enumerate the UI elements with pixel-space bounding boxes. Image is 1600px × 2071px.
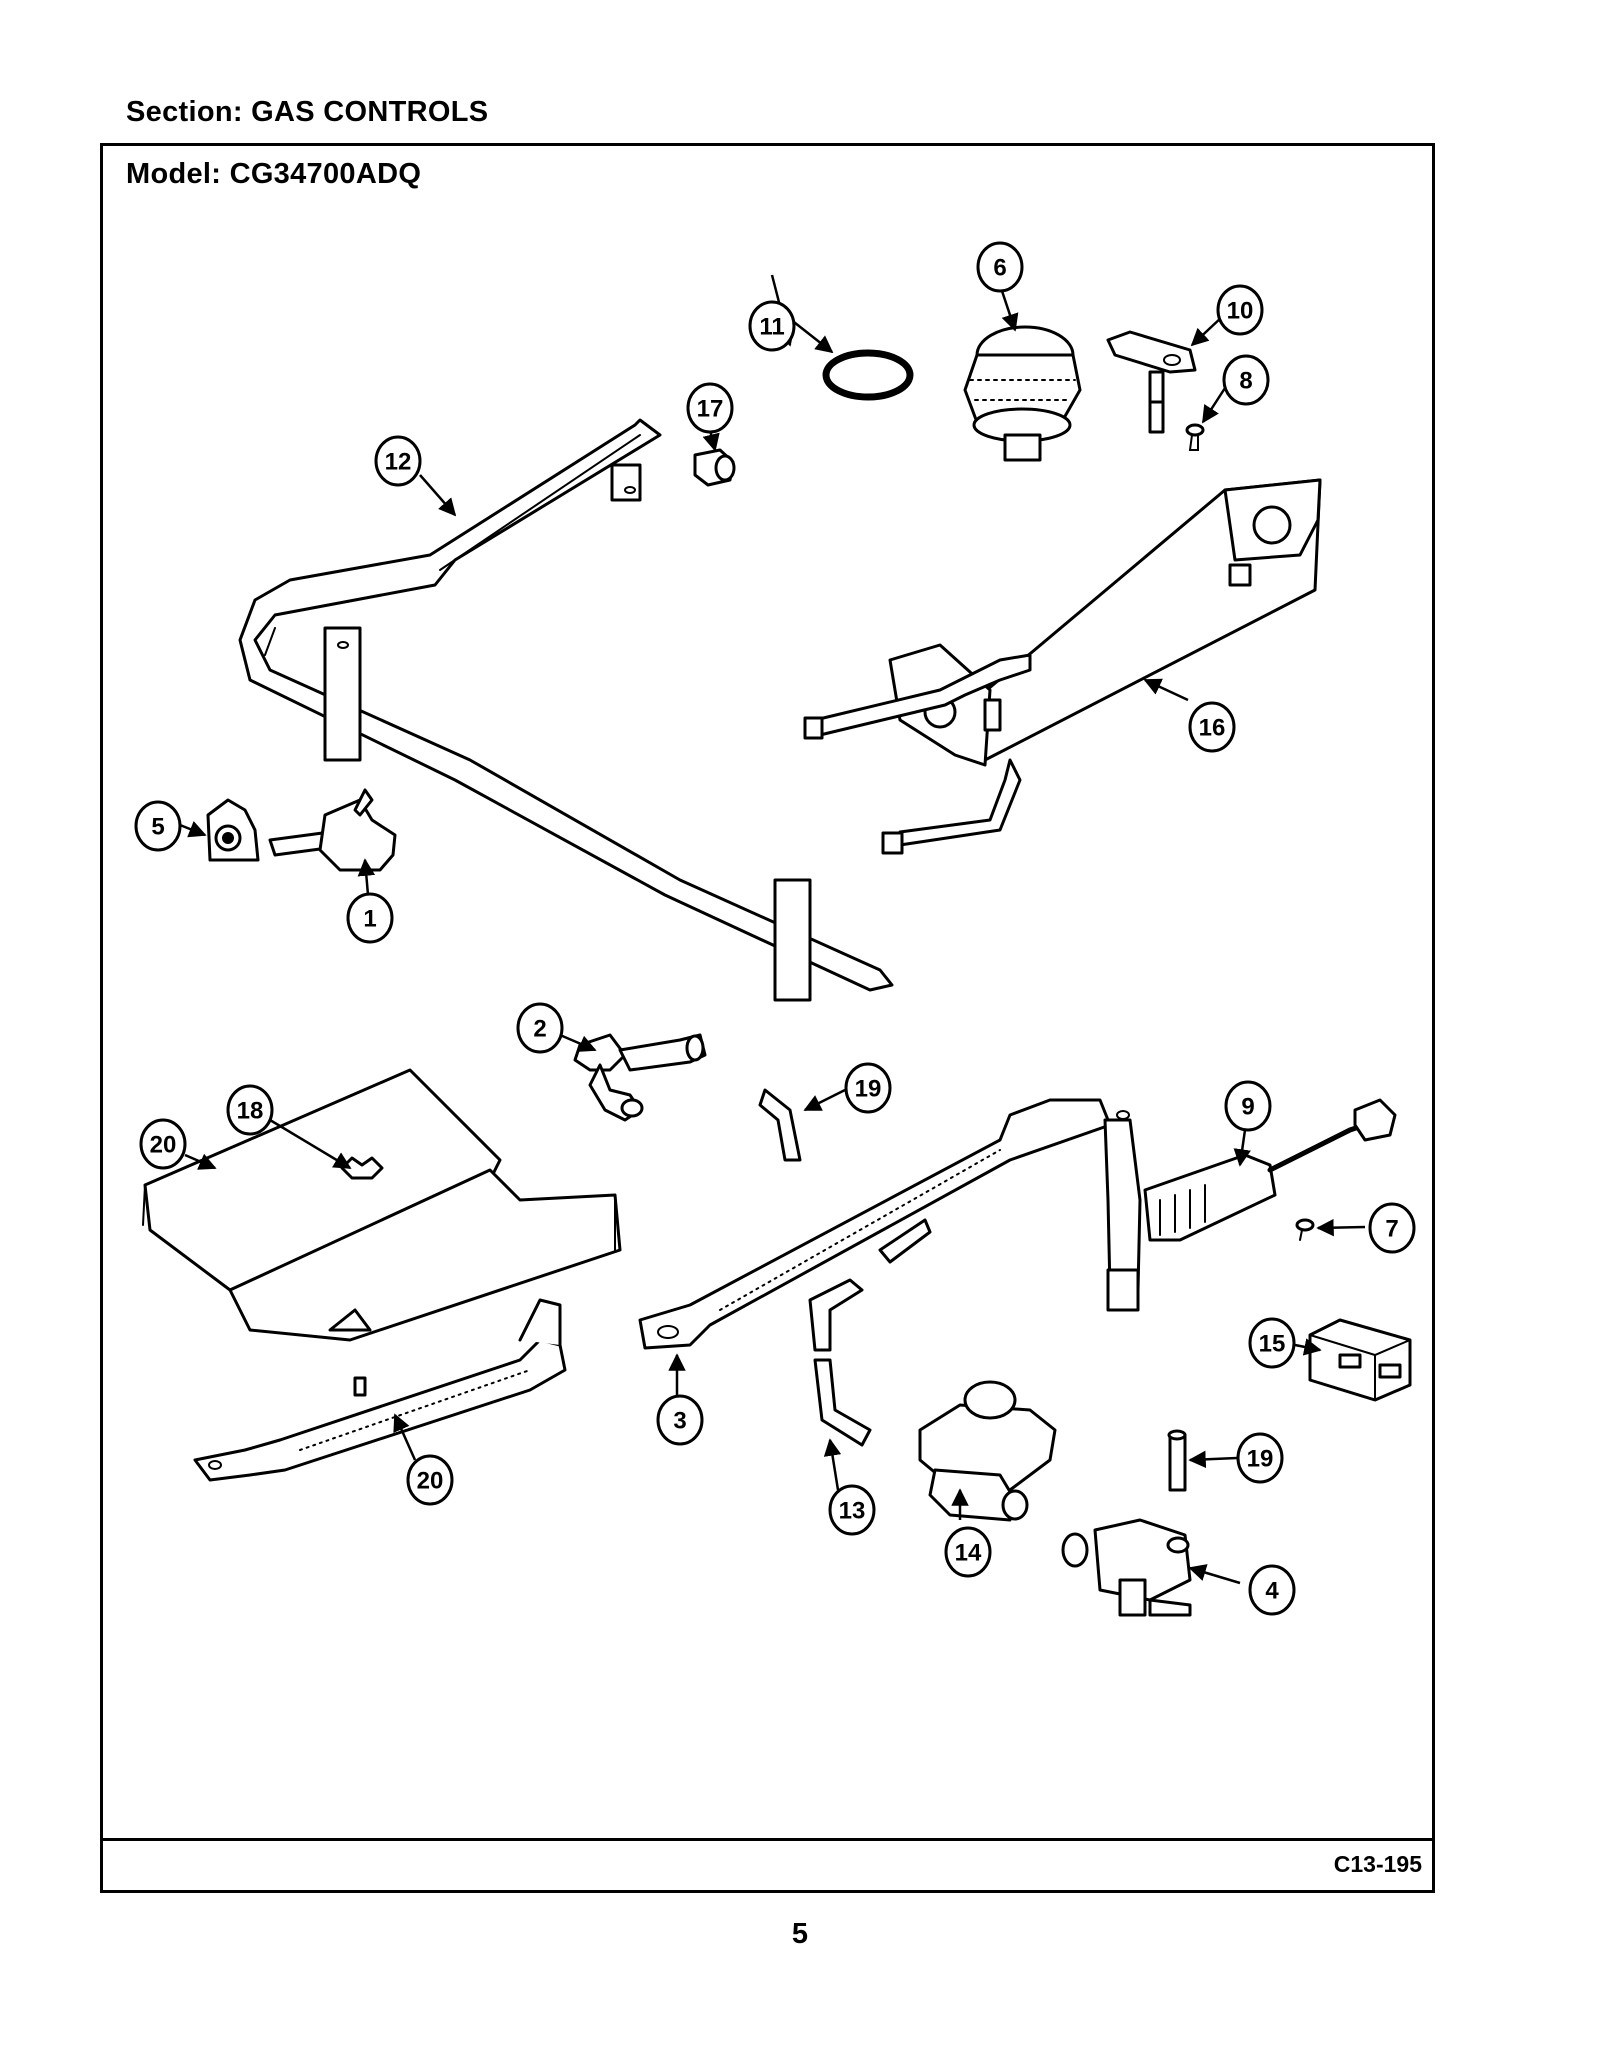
callout-5: 5: [134, 800, 182, 852]
part-13-tubing: [808, 1218, 932, 1447]
svg-text:19: 19: [855, 1076, 882, 1103]
callout-3: 3: [656, 1394, 704, 1446]
callout-4: 4: [1248, 1564, 1296, 1616]
part-9-igniter: [1143, 1098, 1397, 1242]
callout-15: 15: [1248, 1317, 1296, 1369]
callout-2: 2: [516, 1002, 564, 1054]
svg-text:7: 7: [1385, 1216, 1398, 1243]
svg-text:3: 3: [673, 1408, 686, 1435]
callout-19a: 19: [844, 1062, 892, 1114]
part-12-manifold-pipe: [238, 418, 894, 1002]
part-21-broiler-pan: [142, 1068, 622, 1342]
svg-text:9: 9: [1241, 1094, 1254, 1121]
page-number: 5: [791, 1918, 809, 1950]
part-2-pilot-bracket: [573, 1033, 707, 1122]
callout-9: 9: [1224, 1080, 1272, 1132]
svg-text:8: 8: [1239, 368, 1252, 395]
callout-10: 10: [1216, 284, 1264, 336]
svg-text:6: 6: [993, 255, 1006, 282]
drawing-code: C13-195: [1333, 1851, 1422, 1877]
svg-text:14: 14: [955, 1540, 982, 1567]
svg-text:1: 1: [363, 906, 376, 933]
svg-text:13: 13: [839, 1498, 866, 1525]
svg-text:5: 5: [151, 814, 164, 841]
callout-7: 7: [1368, 1202, 1416, 1254]
part-17-fitting: [693, 448, 736, 487]
part-4-oven-valve: [1061, 1518, 1192, 1617]
svg-text:4: 4: [1265, 1578, 1279, 1605]
svg-text:19: 19: [1247, 1446, 1274, 1473]
section-title: Section: GAS CONTROLS: [126, 96, 489, 128]
callout-8: 8: [1222, 354, 1270, 406]
svg-text:17: 17: [697, 396, 724, 423]
callout-14: 14: [944, 1526, 992, 1578]
part-8-screw: [1185, 423, 1205, 451]
part-15-spark-module: [1308, 1318, 1412, 1402]
part-5-knob-mount: [206, 798, 260, 862]
part-1-valve: [268, 788, 397, 872]
part-11-o-ring: [822, 349, 914, 401]
svg-text:20: 20: [150, 1132, 177, 1159]
callout-13: 13: [828, 1484, 876, 1536]
part-19a-tube: [758, 1088, 802, 1162]
callout-6: 6: [976, 241, 1024, 293]
svg-text:20: 20: [417, 1468, 444, 1495]
part-18-wing-nut: [340, 1156, 384, 1180]
callout-20: 20: [406, 1454, 454, 1506]
model-title: Model: CG34700ADQ: [126, 158, 422, 190]
footer-divider: [100, 1838, 1435, 1841]
diagram-frame: [100, 143, 1435, 1893]
callout-21: 20: [139, 1118, 187, 1170]
part-16-oven-burner: [803, 478, 1322, 855]
part-10-bracket: [1106, 330, 1197, 434]
svg-text:10: 10: [1227, 298, 1254, 325]
svg-text:2: 2: [533, 1016, 546, 1043]
callout-11: 11: [748, 300, 796, 352]
svg-text:18: 18: [237, 1098, 264, 1125]
callout-19b: 19: [1236, 1432, 1284, 1484]
svg-text:12: 12: [385, 449, 412, 476]
callout-12: 12: [374, 435, 422, 487]
callout-1: 1: [346, 892, 394, 944]
part-14-regulator: [918, 1380, 1057, 1522]
part-3-burner-tube: [638, 1098, 1142, 1350]
svg-text:11: 11: [759, 314, 784, 341]
part-6-burner: [963, 325, 1082, 462]
part-19b-tube: [1167, 1429, 1187, 1492]
part-7-screw: [1295, 1218, 1315, 1241]
callout-18: 18: [226, 1084, 274, 1136]
callout-16: 16: [1188, 701, 1236, 753]
part-20-bake-burner: [193, 1298, 567, 1482]
svg-text:15: 15: [1259, 1331, 1286, 1358]
callout-17: 17: [686, 382, 734, 434]
svg-text:16: 16: [1199, 715, 1226, 742]
